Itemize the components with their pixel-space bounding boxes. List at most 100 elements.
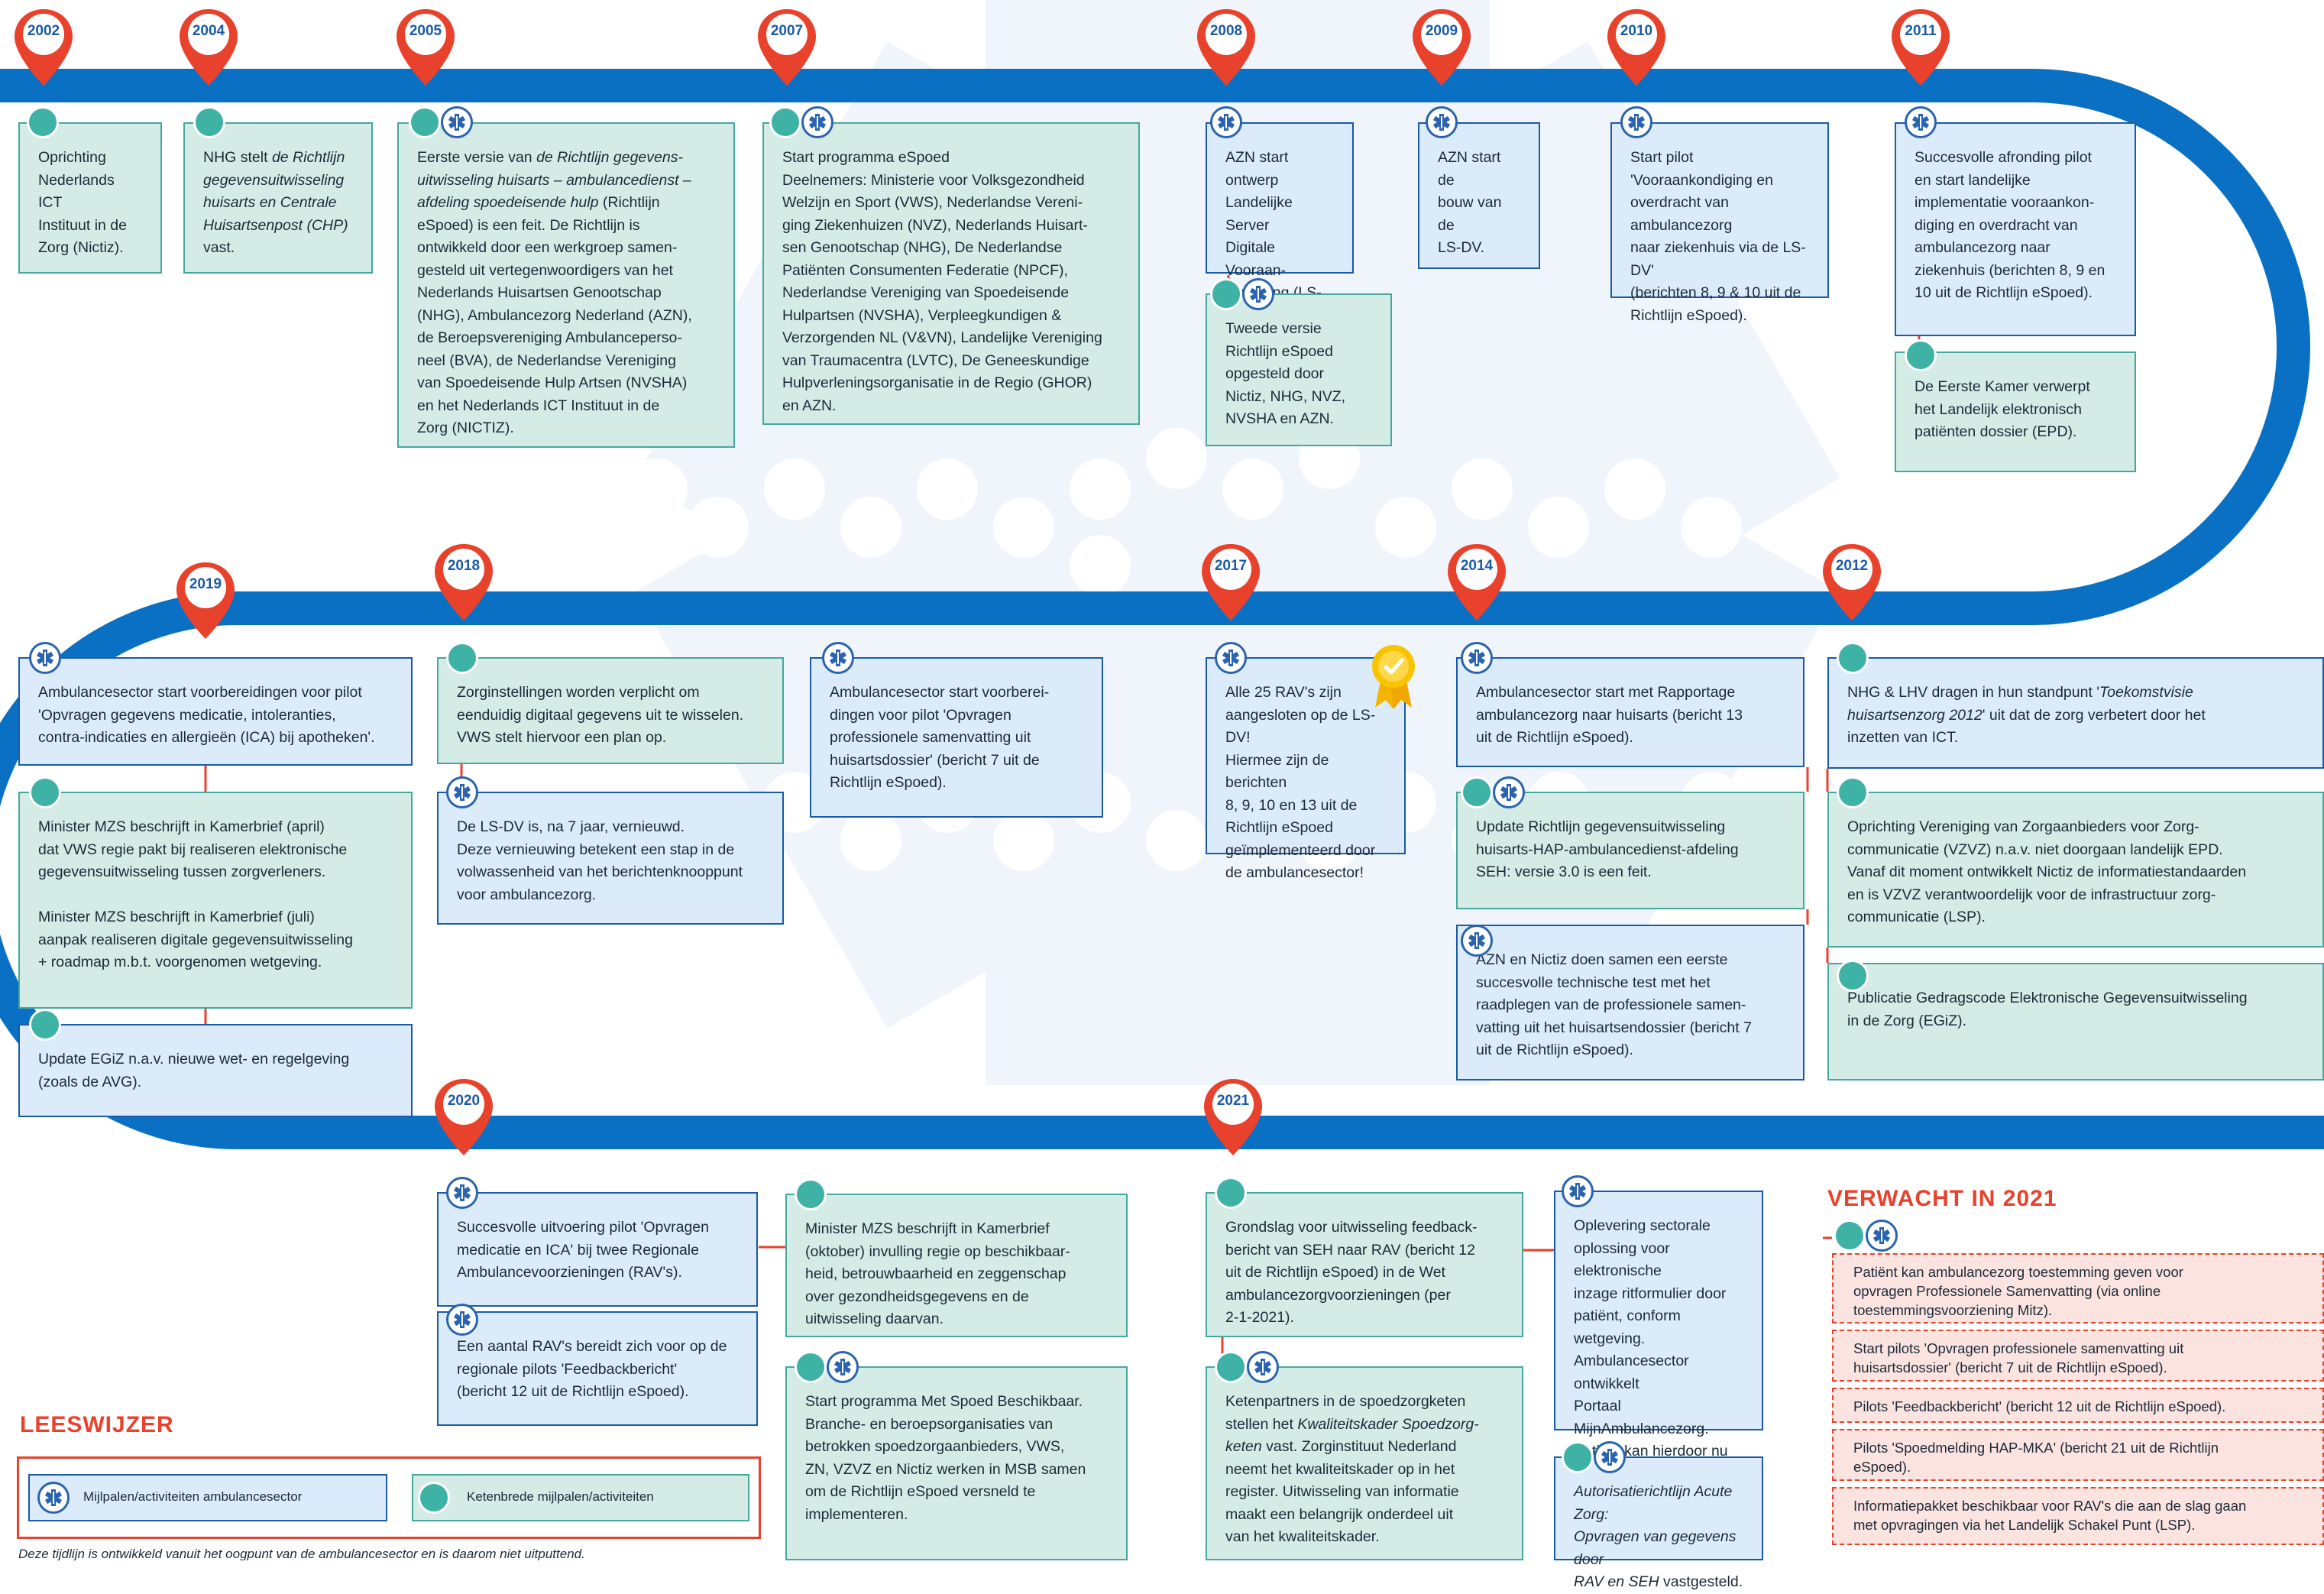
map-pin-icon [758,9,816,86]
event-2012-c: Publicatie Gedragscode Elektronische Geg… [1827,963,2324,1080]
map-pin-icon [1448,544,1506,620]
year-label: 2007 [770,23,804,39]
teal-dot-icon [29,1009,61,1041]
star-of-life-icon [801,106,833,138]
year-label: 2010 [1620,23,1653,39]
event-2018-c: Ambulancesector start voorberei- dingen … [810,657,1103,818]
event-text: Succesvolle uitvoering pilot 'Opvragen m… [457,1219,709,1281]
expected-item-text: Start pilots 'Opvragen professionele sam… [1853,1340,2184,1375]
star-of-life-icon [1247,1351,1279,1383]
event-2009: AZN start de bouw van de LS-DV. [1418,122,1540,269]
star-of-life-icon [1620,106,1652,138]
map-pin-icon [397,9,455,86]
event-2021-c: Oplevering sectorale oplossing voor elek… [1554,1191,1763,1482]
event-2018-a: Zorginstellingen worden verplicht om een… [437,657,784,764]
teal-dot-icon [27,106,59,138]
guideline-title: de Richtlijn gegevens- uitwisseling huis… [417,149,691,211]
star-of-life-icon [37,1482,70,1514]
year-label: 2020 [447,1093,481,1109]
star-of-life-icon [446,1304,478,1336]
event-text: Oprichting Nederlands ICT Instituut in d… [38,149,127,256]
star-of-life-icon [827,1351,859,1383]
teal-dot-icon [1210,278,1242,310]
map-pin-icon [435,1079,493,1155]
map-pin-icon [1823,544,1881,620]
event-text: Update EGiZ n.a.v. nieuwe wet- en regelg… [38,1051,350,1090]
year-label: 2018 [447,558,481,574]
event-2017: Alle 25 RAV's zijn aangesloten op de LS-… [1206,657,1406,881]
event-text: Ambulancesector start voorbereidingen vo… [38,684,375,746]
event-2010: Start pilot 'Vooraankondiging en overdra… [1610,122,1829,324]
map-pin-icon [1197,9,1255,86]
star-of-life-icon [1866,1220,1898,1252]
vision-title: Toekomstvisie huisartsenzorg 2012 [1847,684,2193,724]
teal-dot-icon [1905,339,1937,371]
event-text: AZN start de bouw van de LS-DV. [1438,149,1502,256]
event-2014-b: Update Richtlijn gegevensuitwisseling hu… [1456,792,1804,909]
expected-item-text: Informatiepakket beschikbaar voor RAV's … [1853,1498,2247,1533]
event-2007: Start programma eSpoed Deelnemers: Minis… [762,122,1140,425]
event-text: Eerste versie van [417,149,537,166]
event-text: Alle 25 RAV's zijn aangesloten op de LS-… [1225,684,1376,881]
event-2008-a: AZN start ontwerp Landelijke Server Digi… [1206,122,1354,324]
event-2020-d: Start programma Met Spoed Beschikbaar. B… [785,1366,1128,1560]
teal-dot-icon [1837,642,1869,674]
year-label: 2012 [1835,558,1869,574]
event-text: ' uit dat de zorg verbetert door het inz… [1847,706,2206,747]
event-2020-c: Minister MZS beschrijft in Kamerbrief (o… [785,1194,1128,1337]
map-pin-icon [176,562,235,639]
year-label: 2008 [1209,23,1243,39]
event-text: vast. [203,239,235,256]
event-2019-c: Update EGiZ n.a.v. nieuwe wet- en regelg… [18,1024,413,1117]
event-text: Publicatie Gedragscode Elektronische Geg… [1847,990,2248,1029]
teal-dot-icon [1562,1441,1594,1473]
event-text: Start programma eSpoed Deelnemers: Minis… [782,149,1102,414]
map-pin-icon [180,9,238,86]
event-2021-d: Autorisatierichtlijn Acute Zorg: Opvrage… [1554,1456,1763,1590]
expected-heading: VERWACHT IN 2021 [1827,1186,2057,1211]
event-text: vast. Zorginstituut Nederland neemt het … [1225,1438,1459,1545]
teal-dot-icon [193,106,225,138]
teal-dot-icon [1215,1351,1247,1383]
footnote: Deze tijdlijn is ontwikkeld vanuit het o… [18,1547,585,1560]
event-text: Grondslag voor uitwisseling feedback- be… [1225,1219,1478,1326]
teal-dot-icon [1461,776,1493,808]
year-label: 2005 [409,23,442,39]
event-2018-b: De LS-DV is, na 7 jaar, vernieuwd. Deze … [437,792,784,925]
event-text: Minister MZS beschrijft in Kamerbrief (a… [38,818,353,970]
year-label: 2004 [192,23,225,39]
teal-dot-icon [1837,776,1869,808]
event-text: Start programma Met Spoed Beschikbaar. B… [805,1393,1086,1523]
expected-item: Informatiepakket beschikbaar voor RAV's … [1832,1487,2324,1545]
event-text: Start pilot 'Vooraankondiging en overdra… [1630,149,1806,324]
event-2005: Eerste versie van de Richtlijn gegevens-… [397,122,735,448]
event-text: vastgesteld. [1659,1573,1743,1590]
year-label: 2019 [189,576,222,592]
event-2004: NHG stelt de Richtlijn gegevensuitwissel… [183,122,373,274]
event-2019-b: Minister MZS beschrijft in Kamerbrief (a… [18,792,413,1009]
legend-chain-label: Ketenbrede mijlpalen/activiteiten [467,1489,654,1504]
event-text: De LS-DV is, na 7 jaar, vernieuwd. Deze … [457,818,743,903]
star-of-life-icon [29,642,61,674]
teal-dot-icon [1834,1220,1866,1252]
event-text: Update Richtlijn gegevensuitwisseling hu… [1476,818,1739,880]
teal-dot-icon [446,642,478,674]
legend-ambulance-label: Mijlpalen/activiteiten ambulancesector [83,1489,303,1504]
expected-item: Patiënt kan ambulancezorg toestemming ge… [1832,1253,2324,1323]
map-pin-icon [1413,9,1471,86]
teal-dot-icon [1215,1177,1247,1209]
star-of-life-icon [1210,106,1242,138]
expected-item: Pilots 'Feedbackbericht' (bericht 12 uit… [1832,1388,2324,1423]
event-2014-a: Ambulancesector start met Rapportage amb… [1456,657,1804,767]
framework-title: Kwaliteitskader Spoedzorg- keten [1225,1415,1479,1456]
event-2021-b: Ketenpartners in de spoedzorgketen stell… [1206,1366,1523,1560]
event-2014-c: AZN en Nictiz doen samen een eerste succ… [1456,925,1804,1080]
legend-heading: LEESWIJZER [20,1412,174,1437]
event-text: Oprichting Vereniging van Zorgaanbieders… [1847,818,2247,925]
event-text: (Richtlijn eSpoed) is een feit. De Richt… [417,194,692,436]
event-text: Zorginstellingen worden verplicht om een… [457,684,744,746]
map-pin-icon [1892,9,1950,86]
legend-box: Mijlpalen/activiteiten ambulancesector K… [17,1456,761,1539]
event-2011-a: Succesvolle afronding pilot en start lan… [1895,122,2136,336]
expected-item-text: Patiënt kan ambulancezorg toestemming ge… [1853,1264,2183,1318]
